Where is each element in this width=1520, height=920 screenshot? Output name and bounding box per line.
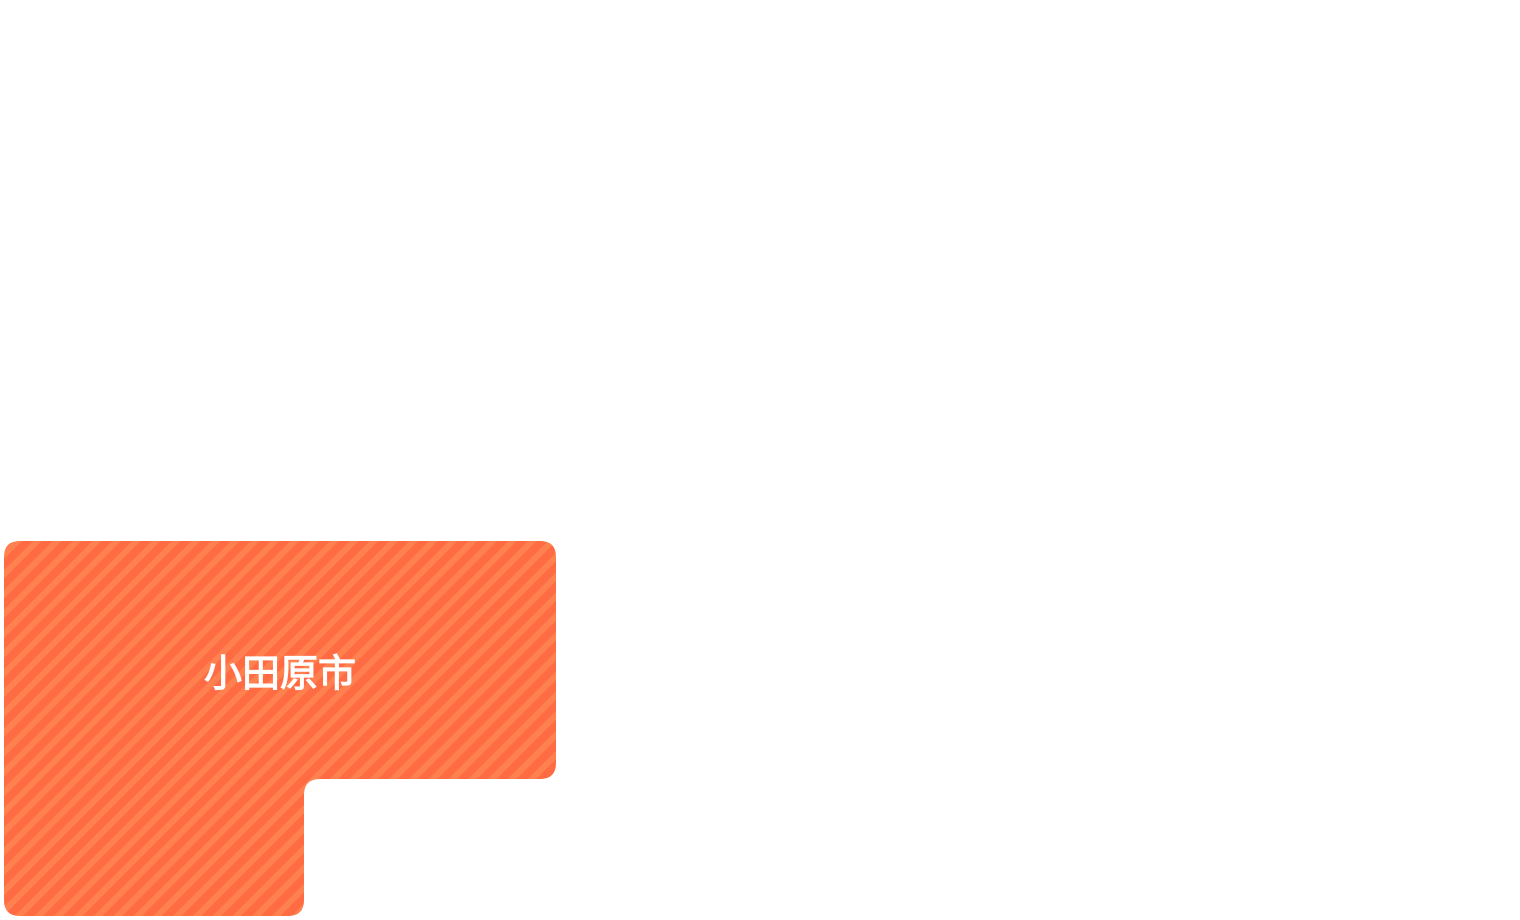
region-odawara-shape[interactable] xyxy=(4,541,556,916)
region-odawara[interactable]: 小田原市 xyxy=(4,541,556,916)
region-odawara-label: 小田原市 xyxy=(204,652,356,696)
